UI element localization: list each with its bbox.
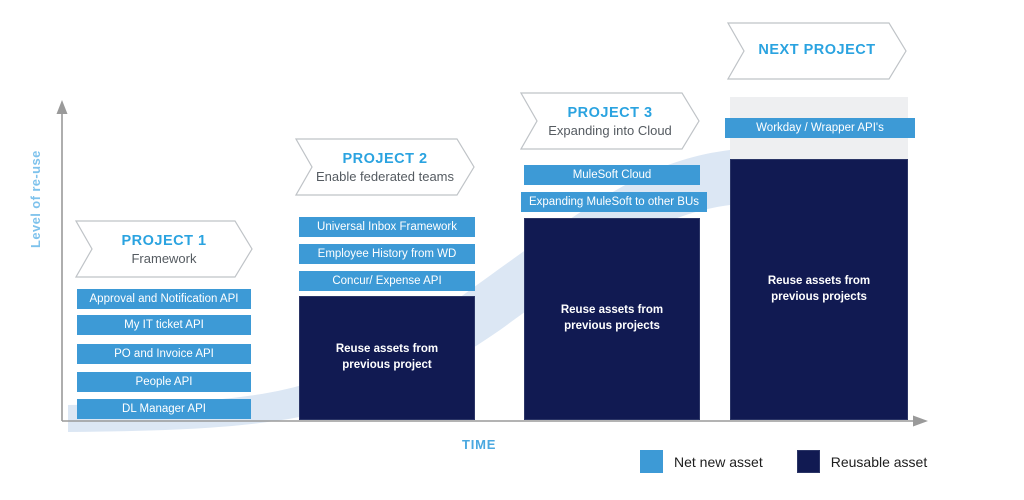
chevron-shape-icon (520, 92, 700, 150)
legend-label: Net new asset (674, 453, 763, 470)
legend-label: Reusable asset (830, 453, 928, 470)
legend: Net new asset Reusable asset (640, 450, 927, 473)
legend-swatch-net-new-icon (640, 450, 663, 473)
reuse-line-2: previous project (342, 359, 432, 371)
reusable-asset-block[interactable]: Reuse assets from previous projects (524, 218, 700, 420)
asset-bar[interactable]: MuleSoft Cloud (524, 165, 700, 185)
reusable-asset-block[interactable]: Reuse assets from previous projects (730, 159, 908, 420)
asset-bar[interactable]: My IT ticket API (77, 315, 251, 335)
asset-bar[interactable]: Expanding MuleSoft to other BUs (521, 192, 707, 212)
column-next-project: NEXT PROJECT (727, 22, 907, 80)
column-project-3: PROJECT 3 Expanding into Cloud (520, 92, 700, 150)
project-subtitle: Framework (131, 251, 197, 267)
asset-bar[interactable]: Concur/ Expense API (299, 271, 475, 291)
asset-bar[interactable]: Employee History from WD (299, 244, 475, 264)
banner-next-project[interactable]: NEXT PROJECT (727, 22, 907, 80)
reuse-line-2: previous projects (771, 290, 867, 303)
column-project-2: PROJECT 2 Enable federated teams (295, 138, 475, 196)
chevron-shape-icon (295, 138, 475, 196)
asset-bar[interactable]: People API (77, 372, 251, 392)
banner-project-2[interactable]: PROJECT 2 Enable federated teams (295, 138, 475, 196)
project-title: PROJECT 1 (121, 233, 207, 249)
asset-bar[interactable]: Workday / Wrapper API's (725, 118, 915, 138)
reuse-line-1: Reuse assets from (560, 304, 664, 317)
asset-bar[interactable]: Approval and Notification API (77, 289, 251, 309)
project-title: PROJECT 3 (567, 105, 653, 121)
banner-project-1[interactable]: PROJECT 1 Framework (75, 220, 253, 278)
chevron-shape-icon (727, 22, 907, 80)
legend-item-net-new: Net new asset (640, 450, 763, 473)
legend-item-reusable: Reusable asset (796, 450, 928, 473)
asset-bar[interactable]: PO and Invoice API (77, 344, 251, 364)
reuse-line-1: Reuse assets from (335, 343, 439, 356)
reusable-asset-block[interactable]: Reuse assets from previous project (299, 296, 475, 420)
banner-project-3[interactable]: PROJECT 3 Expanding into Cloud (520, 92, 700, 150)
legend-swatch-reusable-icon (796, 450, 820, 473)
project-title: PROJECT 2 (342, 151, 428, 167)
project-title: NEXT PROJECT (758, 42, 876, 58)
asset-bar[interactable]: Universal Inbox Framework (299, 217, 475, 237)
reuse-line-2: previous projects (564, 320, 660, 332)
asset-bar[interactable]: DL Manager API (77, 399, 251, 419)
y-axis-label: Level of re-use (28, 150, 43, 248)
chevron-shape-icon (75, 220, 253, 278)
project-subtitle: Enable federated teams (315, 169, 455, 185)
project-subtitle: Expanding into Cloud (548, 123, 672, 139)
reuse-line-1: Reuse assets from (767, 274, 871, 287)
column-project-1: PROJECT 1 Framework (75, 220, 253, 278)
x-axis-label: TIME (462, 437, 497, 452)
